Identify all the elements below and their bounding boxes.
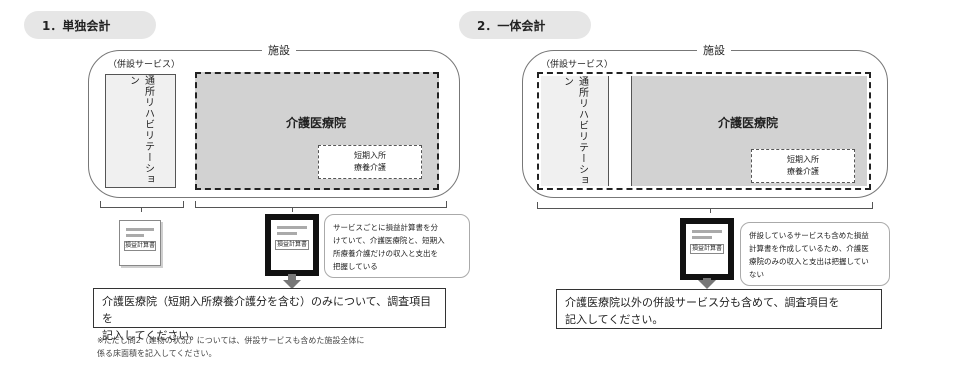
instruction-box-integrated: 介護医療院以外の併設サービス分も含めて、調査項目を 記入してください。: [556, 289, 882, 329]
rehab-brace: [100, 201, 184, 208]
down-arrow-shaft: [703, 278, 711, 280]
instruction-line: 介護医療院（短期入所療養介護分を含む）のみについて、調査項目を: [102, 295, 432, 325]
income-statement-doc-integrated-frame: 損益計算書: [680, 218, 734, 280]
ryoyo-brace: [195, 201, 447, 208]
instruction-line: 介護医療院以外の併設サービス分も含めて、調査項目を: [565, 296, 840, 309]
callout-line: 所療養介護だけの収入と支出を: [333, 249, 438, 258]
income-statement-doc-rehab: 損益計算書: [119, 220, 161, 266]
doc-line: [277, 232, 297, 235]
section-title-integrated-accounting: 2．一体会計: [459, 11, 591, 39]
short-stay-line1: 短期入所: [787, 155, 819, 164]
facility-label: 施設: [262, 42, 296, 58]
instruction-line: 記入してください。: [102, 329, 201, 342]
callout-line: 併設しているサービスも含めた損益: [749, 231, 869, 240]
callout-line: サービスごとに損益計算書を分: [333, 223, 438, 232]
doc-line: [126, 228, 154, 231]
doc-line: [126, 234, 144, 237]
callout-integrated-accounting: 併設しているサービスも含めた損益 計算書を作成しているため、介護医 療院のみの収…: [740, 222, 890, 286]
callout-line: 計算書を作成しているため、介護医: [749, 244, 869, 253]
short-stay-line2: 療養介護: [787, 167, 819, 176]
footnote-line: 係る床面積を記入してください。: [97, 349, 217, 358]
section-title-single-accounting: 1．単独会計: [24, 11, 156, 39]
ryoyo-brace-tick: [292, 207, 293, 212]
rehab-brace-tick: [141, 207, 142, 212]
callout-line: 把握している: [333, 262, 378, 271]
outpatient-rehab-label: 通所リハビリテーション: [561, 76, 588, 186]
instruction-line: 記入してください。: [565, 313, 664, 326]
outpatient-rehab-label: 通所リハビリテーション: [127, 75, 154, 185]
doc-line: [692, 230, 722, 233]
down-arrow-shaft: [288, 274, 296, 280]
short-stay-line1: 短期入所: [354, 151, 386, 160]
combined-services-label: （併設サービス）: [541, 60, 614, 70]
down-arrow-icon: [283, 280, 301, 289]
integrated-brace-tick: [710, 208, 711, 213]
outpatient-rehab-box: 通所リハビリテーション: [541, 76, 609, 186]
callout-single-accounting: サービスごとに損益計算書を分 けていて、介護医療院と、短期入 所療養介護だけの収…: [324, 214, 470, 278]
short-stay-box: 短期入所 療養介護: [751, 149, 855, 183]
doc-label: 損益計算書: [275, 240, 309, 250]
down-arrow-icon: [698, 280, 716, 289]
income-statement-doc-ryoyo-frame: 損益計算書: [265, 214, 319, 276]
doc-label: 損益計算書: [690, 244, 724, 254]
callout-line: ない: [749, 270, 764, 279]
callout-line: 療院のみの収入と支出は把握してい: [749, 257, 869, 266]
callout-line: けていて、介護医療院と、短期入: [333, 236, 445, 245]
integrated-brace: [537, 202, 873, 209]
combined-services-label: （併設サービス）: [108, 60, 181, 70]
footnote: ※ただし問2（建物の状況）については、併設サービスも含めた施設全体に 係る床面積…: [97, 334, 457, 360]
doc-line: [692, 236, 712, 239]
short-stay-line2: 療養介護: [354, 163, 386, 172]
integrated-accounting-boundary: [537, 72, 871, 190]
short-stay-box: 短期入所 療養介護: [318, 145, 422, 179]
doc-label: 損益計算書: [124, 241, 156, 251]
footnote-line: ※ただし問2（建物の状況）については、併設サービスも含めた施設全体に: [97, 336, 365, 345]
instruction-box-single: 介護医療院（短期入所療養介護分を含む）のみについて、調査項目を 記入してください…: [93, 288, 446, 342]
facility-label: 施設: [697, 42, 731, 58]
outpatient-rehab-box: 通所リハビリテーション: [105, 74, 176, 188]
care-medical-institution-label: 介護医療院: [286, 116, 347, 130]
care-medical-institution-label: 介護医療院: [718, 116, 779, 130]
doc-line: [277, 226, 307, 229]
